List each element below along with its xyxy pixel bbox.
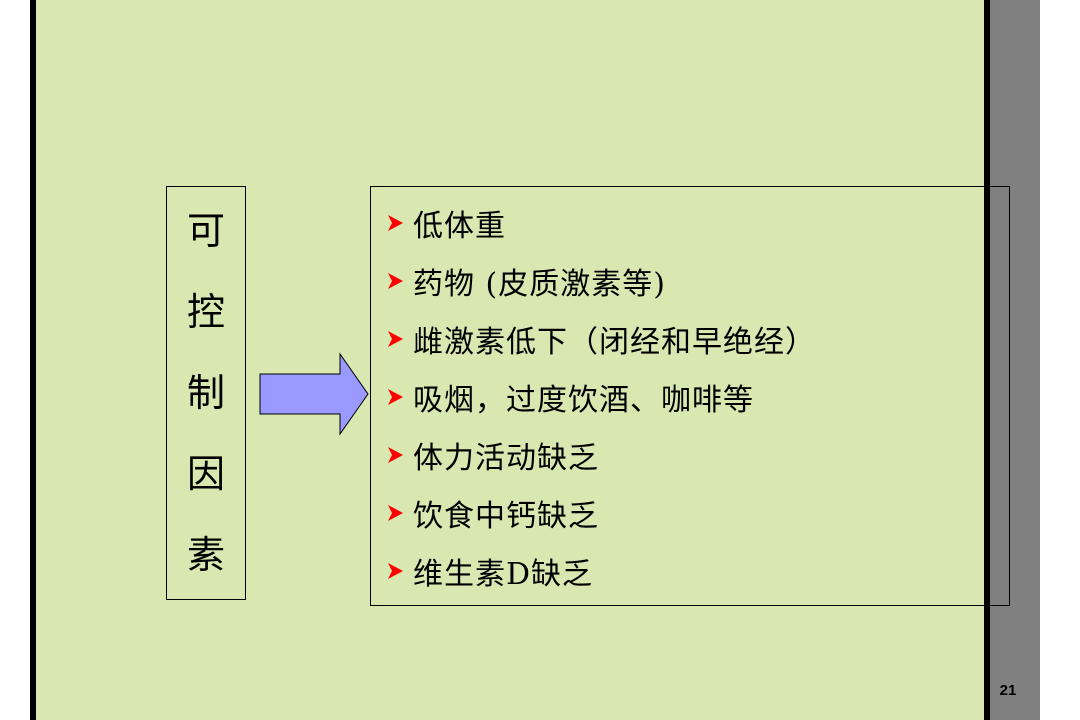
factor-list: 低体重 药物 (皮质激素等) 雌激素低下（闭经和早绝经） 吸烟，过度饮酒、咖啡等… (370, 186, 1010, 606)
list-item-text: 维生素D缺乏 (413, 557, 594, 592)
list-item: 饮食中钙缺乏 (385, 491, 599, 535)
list-item-text: 体力活动缺乏 (413, 441, 599, 476)
list-item-text: 雌激素低下（闭经和早绝经） (413, 325, 816, 360)
triangle-bullet-icon (388, 389, 403, 405)
list-item: 维生素D缺乏 (385, 549, 593, 593)
right-arrow-icon (259, 352, 369, 436)
list-item: 吸烟，过度饮酒、咖啡等 (385, 375, 754, 419)
list-item-text: 饮食中钙缺乏 (413, 499, 599, 534)
label-char: 因 (186, 451, 225, 496)
triangle-bullet-icon (388, 331, 403, 347)
controllable-factors-label: 可 控 制 因 素 (166, 186, 246, 600)
list-item: 药物 (皮质激素等) (385, 259, 666, 303)
list-item-text: 药物 (皮质激素等) (413, 267, 666, 302)
slide-right-border (984, 0, 990, 720)
list-item-text: 低体重 (413, 209, 506, 244)
triangle-bullet-icon (388, 273, 403, 289)
triangle-bullet-icon (388, 505, 403, 521)
list-item-text: 吸烟，过度饮酒、咖啡等 (413, 383, 754, 418)
label-char: 制 (186, 370, 225, 415)
slide-left-border (30, 0, 36, 720)
list-item: 雌激素低下（闭经和早绝经） (385, 317, 816, 361)
label-char: 控 (186, 290, 225, 335)
list-item: 体力活动缺乏 (385, 433, 599, 477)
label-char: 素 (186, 532, 225, 577)
triangle-bullet-icon (388, 563, 403, 579)
page-number: 21 (999, 682, 1017, 699)
triangle-bullet-icon (388, 215, 403, 231)
list-item: 低体重 (385, 201, 506, 245)
label-char: 可 (186, 209, 225, 254)
slide-background (30, 0, 990, 720)
triangle-bullet-icon (388, 447, 403, 463)
side-strip (990, 0, 1040, 720)
